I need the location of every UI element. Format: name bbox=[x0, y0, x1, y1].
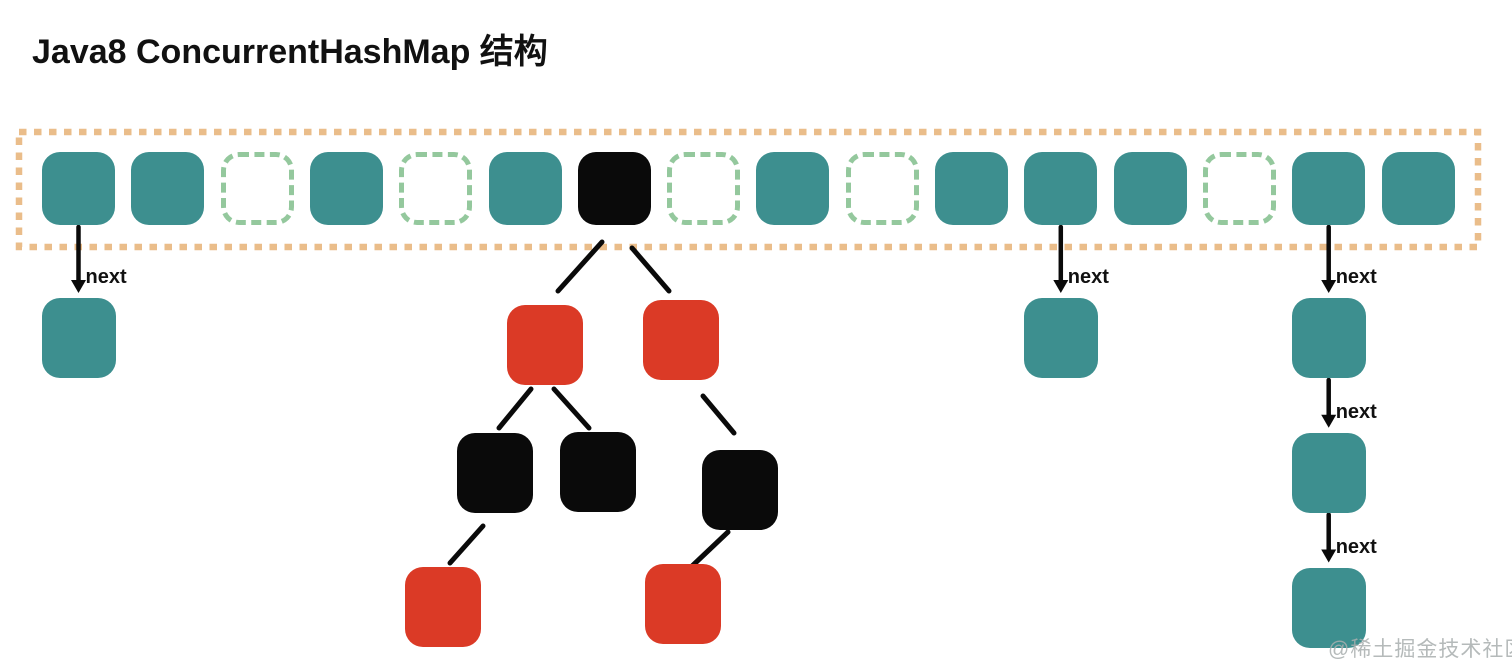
tree-edge-red1-black2 bbox=[551, 386, 592, 431]
next-arrows bbox=[71, 224, 1337, 563]
tree-edge-bucket-red2 bbox=[629, 245, 672, 294]
tree-edge-red1-black1 bbox=[496, 386, 534, 431]
page-title: Java8 ConcurrentHashMap 结构 bbox=[32, 33, 548, 71]
tree-edge-black1-red3 bbox=[447, 523, 486, 566]
tree-edges bbox=[447, 239, 737, 571]
tree-edge-bucket-red1 bbox=[555, 239, 605, 294]
next-arrow-2-0-head bbox=[1321, 280, 1337, 293]
next-arrow-1-0-head bbox=[1053, 280, 1069, 293]
next-arrow-0-0-head bbox=[71, 280, 86, 293]
next-arrow-2-1-head bbox=[1321, 414, 1337, 428]
tree-edge-red2-black3 bbox=[700, 393, 737, 436]
next-arrow-2-2-head bbox=[1321, 549, 1337, 563]
watermark: @稀土掘金技术社区 bbox=[1328, 638, 1512, 661]
tree-edge-black3-red4 bbox=[687, 529, 731, 571]
bucket-array-border bbox=[15, 128, 1482, 251]
